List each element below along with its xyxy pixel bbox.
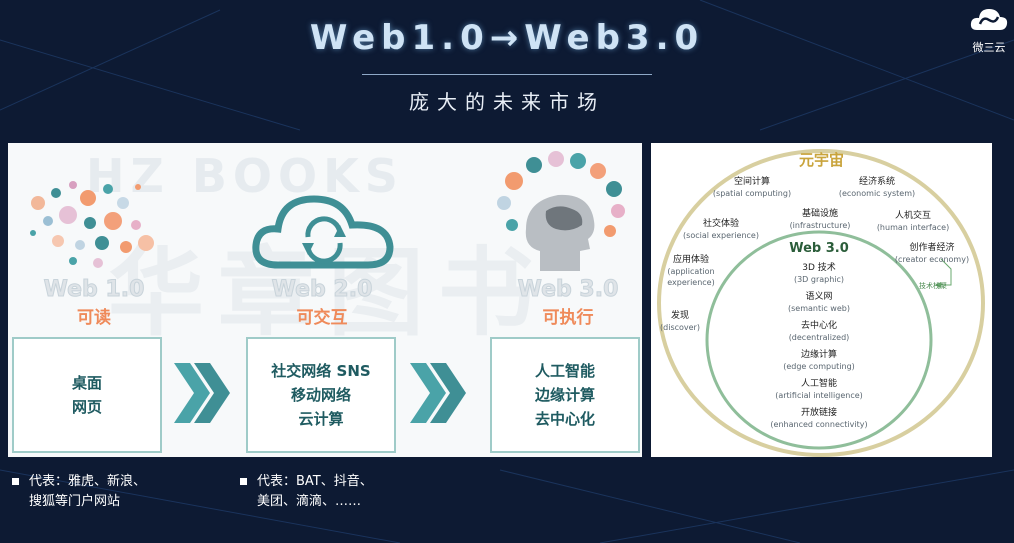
dots-cluster-icon (30, 181, 154, 268)
web3-item: 开放链接(enhanced connectivity) (770, 408, 868, 429)
web-evolution-panel: HZ BOOKS 华章图书 (8, 143, 642, 457)
web3-item: 3D 技术(3D graphic) (793, 263, 845, 284)
watermark-text-cn: 华章图书 (108, 237, 548, 349)
stage-2-line: 云计算 (298, 410, 344, 428)
metaverse-rings (657, 149, 985, 457)
stage-2-line: 移动网络 (290, 386, 351, 404)
cloud-logo-icon (970, 9, 1008, 30)
metaverse-item: 社交体验(social experience) (683, 219, 759, 240)
page-subtitle: 庞大的未来市场 (409, 90, 605, 114)
stage-3-box: 人工智能 边缘计算 去中心化 (490, 337, 640, 453)
web3-item: 去中心化(decentralized) (788, 321, 850, 342)
chevron-right-icon (174, 363, 230, 423)
watermark-text: HZ BOOKS (86, 149, 404, 203)
metaverse-item: 应用体验(application experience) (667, 255, 715, 287)
stage-3-line: 边缘计算 (534, 386, 595, 404)
metaverse-item: 人机交互(human interface) (876, 211, 950, 232)
stage-2-label: Web 2.0 (271, 277, 373, 303)
metaverse-item: 经济系统(economic system) (838, 177, 916, 198)
stage-1-label: Web 1.0 (43, 277, 145, 303)
metaverse-item: 发现(discover) (660, 311, 700, 332)
web3-item: 边缘计算(edge computing) (783, 350, 855, 371)
stage-3-label: Web 3.0 (517, 277, 619, 303)
cloud-sync-icon (252, 195, 394, 269)
note-web1: 代表：雅虎、新浪、 搜狐等门户网站 (12, 472, 146, 512)
web3-item: 语义网(semantic web) (788, 292, 850, 313)
title-divider (362, 74, 652, 75)
stage-1-line: 桌面 (71, 374, 102, 392)
stage-1-sub: 可读 (77, 308, 111, 328)
bullet-square-icon (12, 478, 19, 485)
metaverse-diagram: 元宇宙 空间计算(spatial computing) 经济系统(economi… (651, 143, 992, 457)
stage-3-line: 去中心化 (534, 410, 595, 428)
web3-title: Web 3.0 (789, 241, 849, 256)
brand-logo: 微三云 (966, 6, 1012, 55)
metaverse-item: 创作者经济(creator economy) (894, 243, 970, 264)
note-web2: 代表：BAT、抖音、 美团、滴滴、…… (240, 472, 373, 512)
metaverse-item: 基础设施(infrastructure) (789, 209, 851, 230)
stage-2-line: 社交网络 SNS (271, 362, 371, 380)
metaverse-title: 元宇宙 (798, 151, 844, 169)
stage-1-line: 网页 (71, 398, 102, 416)
page-title: Web1.0→Web3.0 (309, 18, 705, 58)
ai-head-icon (497, 151, 625, 271)
stage-1-box: 桌面 网页 (12, 337, 162, 453)
bullet-square-icon (240, 478, 247, 485)
logo-text: 微三云 (972, 41, 1006, 54)
metaverse-item: 空间计算(spatial computing) (712, 177, 792, 198)
web3-item: 人工智能(artificial intelligence) (775, 379, 863, 400)
stage-2-sub: 可交互 (296, 308, 348, 328)
stage-3-line: 人工智能 (534, 362, 595, 380)
stage-2-box: 社交网络 SNS 移动网络 云计算 (246, 337, 396, 453)
stage-3-sub: 可执行 (542, 308, 594, 328)
tech-stack-note: 技术栈聚 (919, 282, 947, 290)
chevron-right-icon (410, 363, 466, 423)
